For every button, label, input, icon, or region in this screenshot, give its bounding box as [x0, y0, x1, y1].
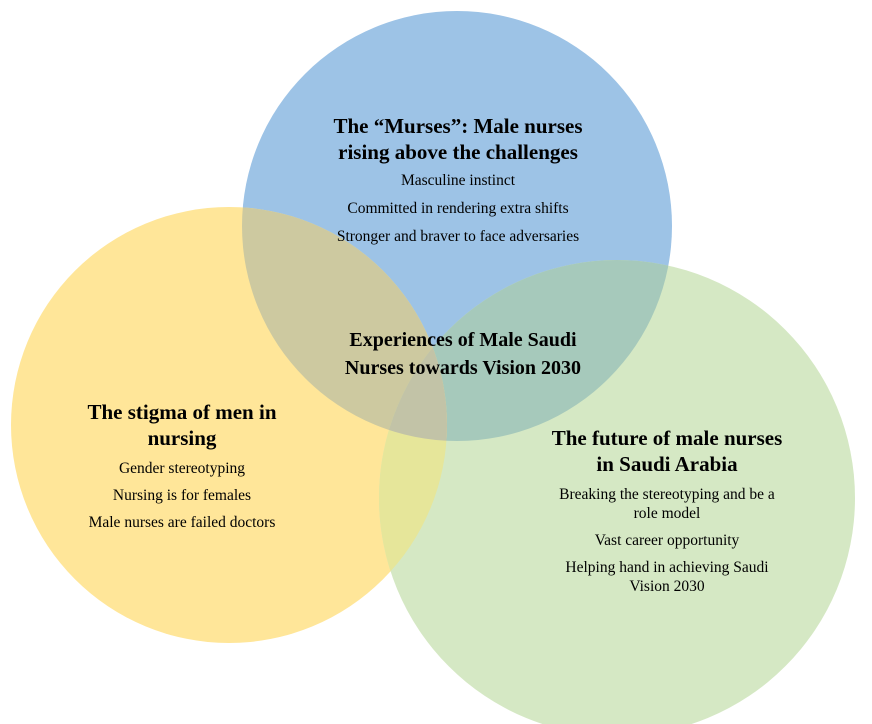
top-right-overlap — [379, 260, 672, 441]
top-title-line1: The “Murses”: Male nurses — [333, 114, 583, 138]
top-left-overlap — [242, 207, 447, 441]
center-title-line2: Nurses towards Vision 2030 — [344, 357, 582, 379]
right-title-line1: The future of male nurses — [551, 426, 783, 450]
left-item-2: Nursing is for females — [112, 487, 252, 504]
top-title-line2: rising above the challenges — [338, 140, 578, 164]
right-item-1b: role model — [633, 505, 701, 522]
left-title-line1: The stigma of men in — [87, 400, 277, 424]
left-section: The stigma of men in nursing Gender ster… — [32, 399, 332, 532]
right-item-2: Vast career opportunity — [594, 532, 740, 549]
top-item-2: Committed in rendering extra shifts — [347, 200, 569, 217]
top-item-1: Masculine instinct — [400, 172, 516, 189]
right-item-1a: Breaking the stereotyping and be a — [559, 486, 775, 503]
top-section: The “Murses”: Male nurses rising above t… — [258, 113, 658, 246]
left-item-1: Gender stereotyping — [118, 460, 246, 477]
top-item-3: Stronger and braver to face adversaries — [336, 228, 580, 245]
right-section: The future of male nurses in Saudi Arabi… — [507, 425, 827, 596]
center-title-line1: Experiences of Male Saudi — [349, 329, 577, 351]
center-section: Experiences of Male Saudi Nurses towards… — [293, 326, 633, 382]
right-title-line2: in Saudi Arabia — [596, 452, 738, 476]
left-title-line2: nursing — [147, 426, 217, 450]
left-item-3: Male nurses are failed doctors — [88, 514, 276, 531]
right-item-3b: Vision 2030 — [629, 578, 705, 595]
right-item-3a: Helping hand in achieving Saudi — [565, 559, 769, 576]
